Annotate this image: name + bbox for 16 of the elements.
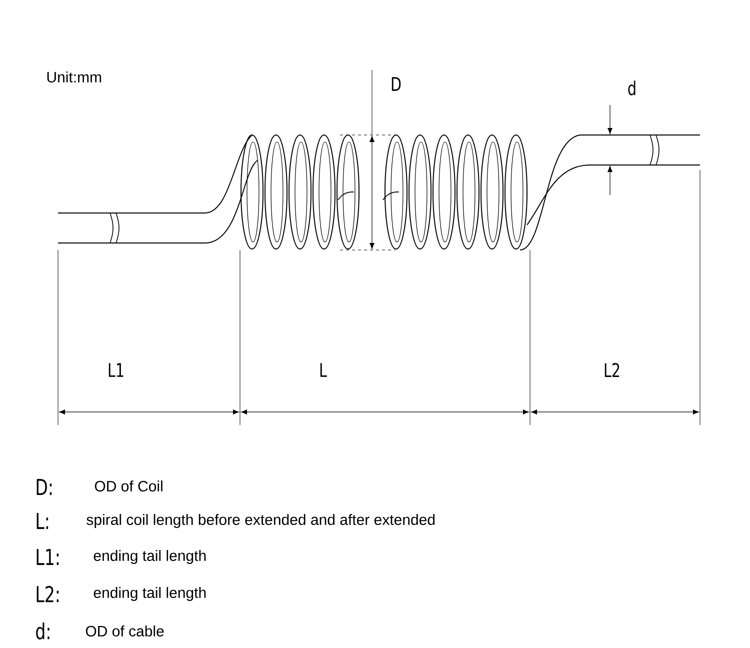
unit-note: Unit:mm <box>47 71 102 82</box>
dimension-label: d <box>628 80 636 96</box>
definition-symbol: L1: <box>36 548 59 565</box>
definition-symbol: D: <box>36 478 52 495</box>
definition-symbol: d: <box>36 622 50 640</box>
dimension-label: D <box>392 77 401 91</box>
definition-text: ending tail length <box>94 587 206 601</box>
definition-text: ending tail length <box>94 550 206 564</box>
dimension-label: L2 <box>604 362 620 378</box>
definition-text: spiral coil length before extended and after extended <box>86 514 435 528</box>
definition-text: OD of Coil <box>94 480 162 492</box>
definition-symbol: L2: <box>36 586 59 602</box>
definition-symbol: L: <box>36 512 48 529</box>
dimension-label: L <box>320 363 327 377</box>
definition-text: OD of cable <box>86 625 164 636</box>
dimension-label: L1 <box>108 363 124 377</box>
